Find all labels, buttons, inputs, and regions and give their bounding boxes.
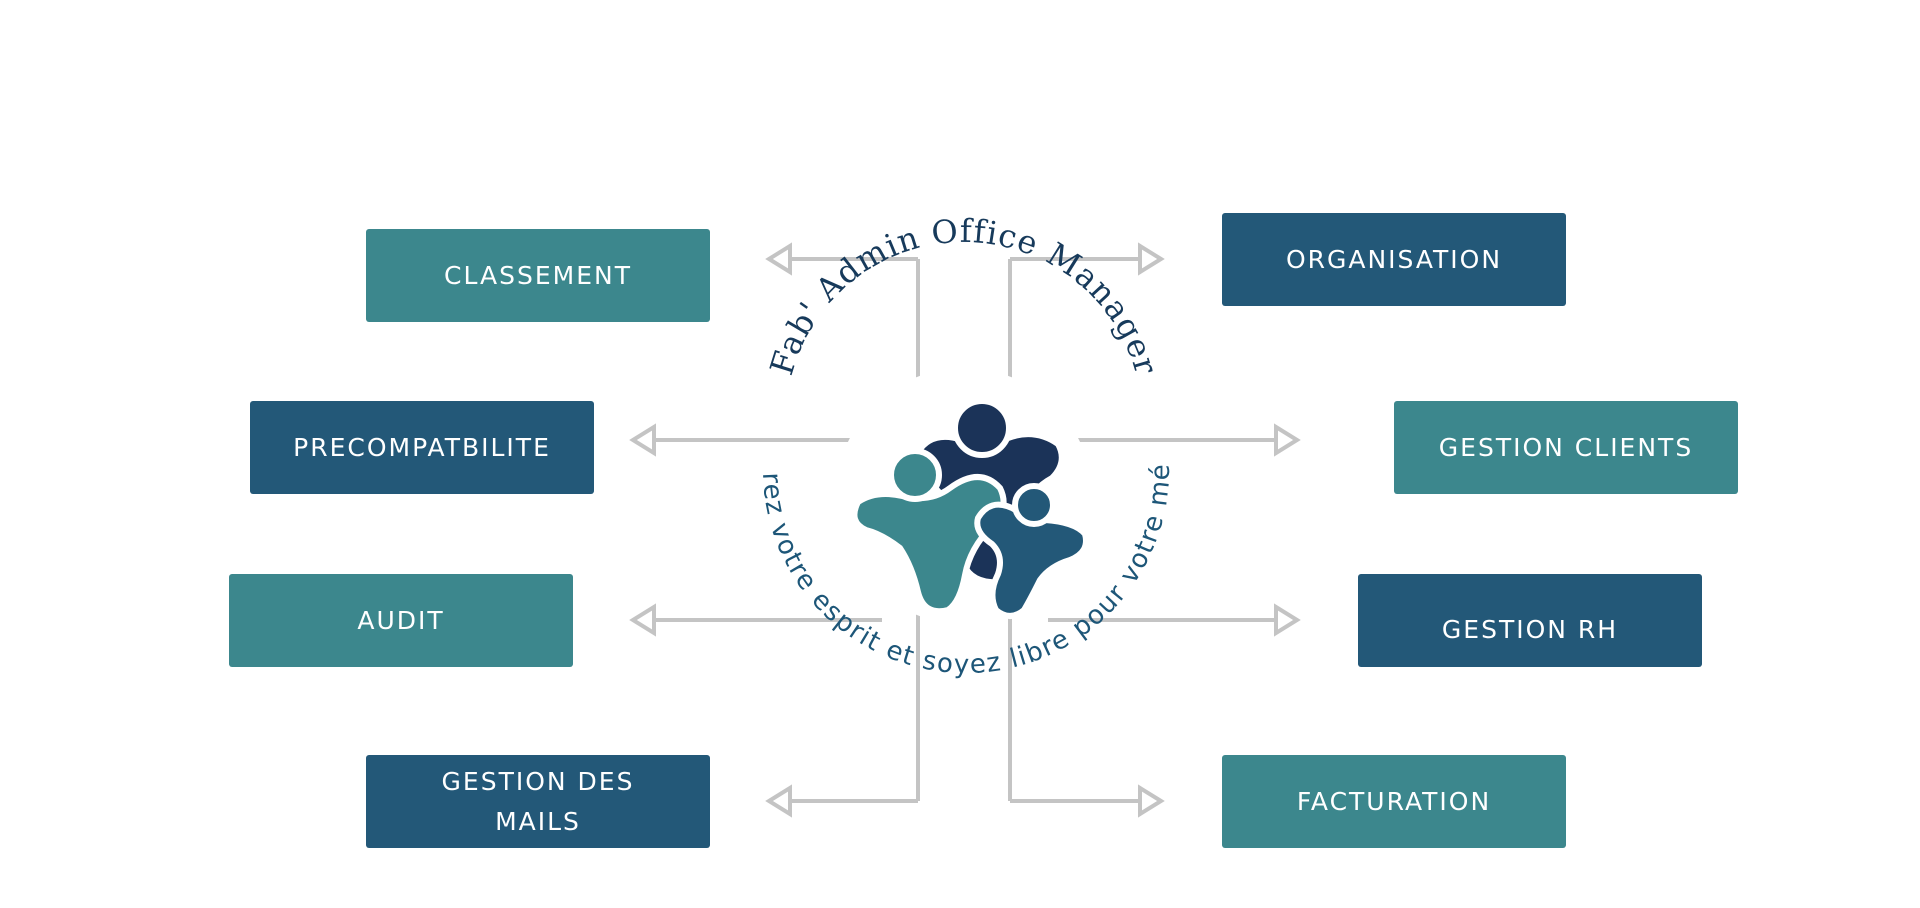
box-organisation: ORGANISATION [1222,213,1566,306]
teal-person-icon [851,448,1007,615]
arrow-head-gestion-mails [765,784,792,818]
box-gestion-rh: GESTION RH [1358,574,1702,667]
box-label: ORGANISATION [1285,244,1503,274]
box-precompatbilite: PRECOMPATBILITE [250,401,594,494]
box-gestion-des-mails: GESTION DES MAILS [366,755,710,848]
navy-person-icon [974,483,1089,619]
box-label: CLASSEMENT [444,260,632,290]
people-group-icon [851,398,1089,619]
arrow-head-gestion-rh [1274,603,1301,637]
arrow-head-precompatbilite [629,423,656,457]
box-label: PRECOMPATBILITE [293,432,551,462]
box-label: FACTURATION [1296,786,1492,816]
box-label: AUDIT [357,605,445,635]
box-gestion-clients: GESTION CLIENTS [1394,401,1738,494]
company-title: Fab' Admin Office Manager [762,212,1165,380]
box-facturation: FACTURATION [1222,755,1566,848]
box-audit: AUDIT [229,574,573,667]
arrow-head-classement [765,242,792,276]
box-label: GESTION DES MAILS [441,766,635,836]
arrow-head-gestion-clients [1274,423,1301,457]
box-label: GESTION CLIENTS [1438,432,1694,462]
arrow-head-facturation [1138,784,1165,818]
box-classement: CLASSEMENT [366,229,710,322]
arrow-head-organisation [1138,242,1165,276]
arrow-head-audit [629,603,656,637]
box-label: GESTION RH [1441,614,1619,644]
